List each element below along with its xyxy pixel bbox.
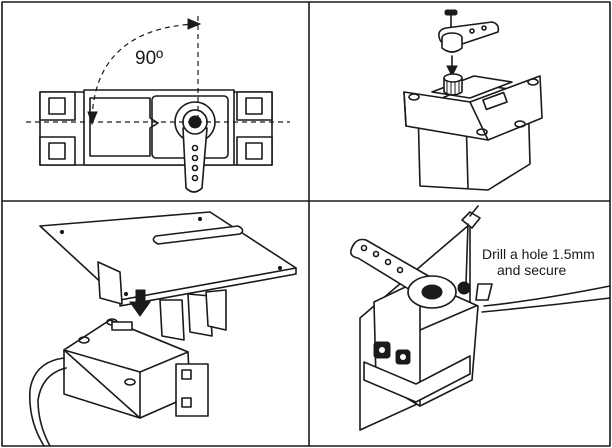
mount-hole-icon xyxy=(48,97,66,115)
panel-servo-top-view: 90º xyxy=(26,16,290,193)
mount-hole-icon xyxy=(245,97,263,115)
mounting-ear xyxy=(39,136,76,166)
arrow-down-icon xyxy=(129,301,151,317)
mounting-ear xyxy=(39,91,76,121)
mounting-ear xyxy=(236,136,273,166)
arrow-right-icon xyxy=(187,18,202,30)
panel-horn-install xyxy=(403,9,543,191)
drill-note-line2: and secure xyxy=(497,262,566,278)
mount-hole-icon xyxy=(48,142,66,160)
drill-note-line1: Drill a hole 1.5mm xyxy=(482,246,595,262)
panel-plate-mount xyxy=(28,211,297,447)
note-leader-line xyxy=(483,285,611,307)
mount-hole-icon xyxy=(181,369,192,380)
plate-slot xyxy=(152,225,244,245)
mounting-ear xyxy=(236,91,273,121)
angle-label: 90º xyxy=(135,48,163,69)
panel-drill-secure: Drill a hole 1.5mm and secure xyxy=(350,205,611,431)
mount-hole-icon xyxy=(181,397,192,408)
mount-hole-icon xyxy=(245,142,263,160)
arrow-down-icon xyxy=(87,111,98,126)
servo-cable xyxy=(28,357,65,447)
rotation-arc xyxy=(91,23,195,119)
mounting-plate xyxy=(39,211,297,301)
arrow-down-icon xyxy=(446,65,458,78)
